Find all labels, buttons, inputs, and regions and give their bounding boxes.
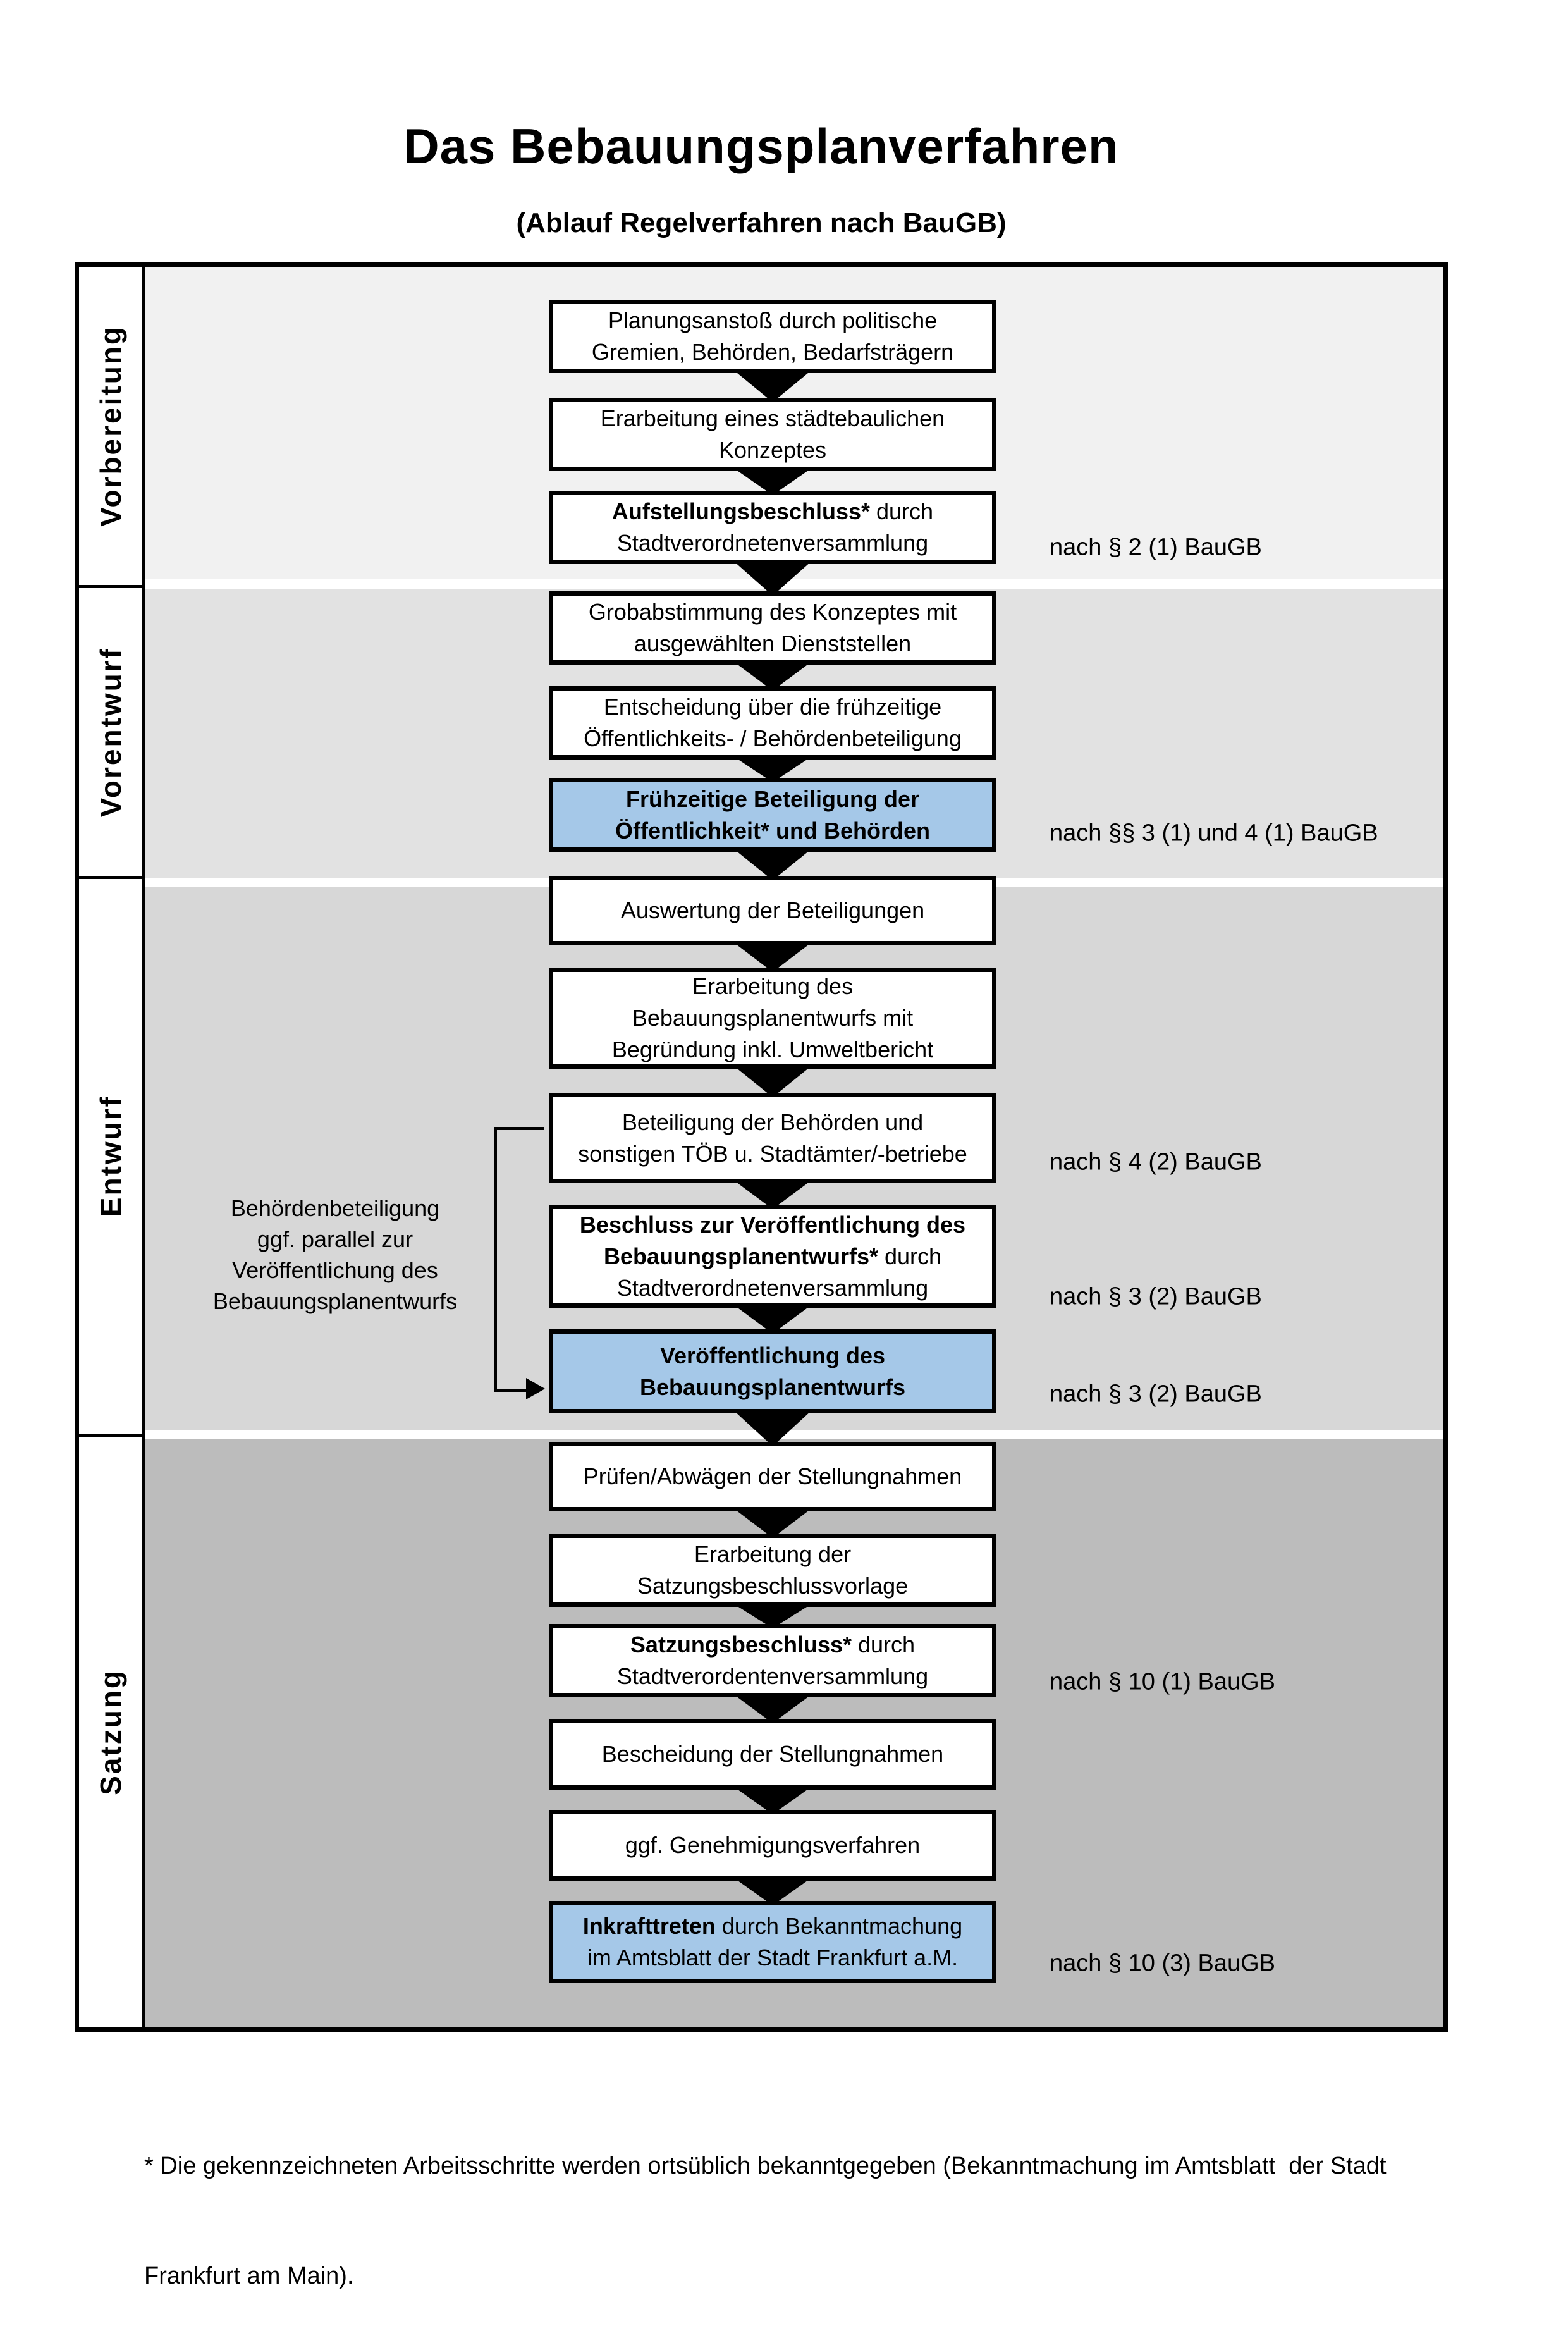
step-text-line: Auswertung der Beteiligungen [620, 897, 925, 923]
process-step-highlighted: Inkrafttreten durch Bekanntmachung im Amt… [549, 1901, 996, 1983]
process-step: Beteiligung der Behörden und sonstigen TÖ… [549, 1093, 996, 1183]
phase-column-divider [142, 267, 145, 2027]
step-text-line: Aufstellungsbeschluss* durch [611, 498, 934, 524]
step-text-line: Bebauungsplanentwurfs [639, 1374, 906, 1400]
step-text-line: Stadtverordnetenversammlung [616, 530, 929, 556]
arrow-down-icon [733, 1878, 812, 1905]
connector-arrow-right-icon [526, 1378, 545, 1399]
step-text-line: Satzungsbeschluss* durch [630, 1632, 916, 1658]
phase-label-text: Satzung [94, 1669, 127, 1795]
footnote: * Die gekennzeichneten Arbeitsschritte w… [144, 2074, 1497, 2331]
step-text-line: Öffentlichkeit* und Behörden [615, 817, 931, 844]
process-step: Prüfen/Abwägen der Stellungnahmen [549, 1442, 996, 1511]
phase-label-text: Entwurf [94, 1095, 127, 1217]
legal-reference: nach § 3 (2) BauGB [1050, 1283, 1262, 1310]
arrow-down-icon [733, 1694, 812, 1723]
footnote-line: * Die gekennzeichneten Arbeitsschritte w… [144, 2153, 1387, 2179]
step-text-line: Gremien, Behörden, Bedarfsträgern [591, 339, 954, 365]
step-text-line: Grobabstimmung des Konzeptes mit [588, 599, 957, 625]
side-annotation-line: ggf. parallel zur [257, 1226, 413, 1252]
arrow-down-icon [733, 1508, 812, 1538]
step-text-line: Beschluss zur Veröffentlichung des [579, 1211, 966, 1238]
step-text-line: Stadtverordnetenversammlung [616, 1274, 929, 1301]
step-text-line: sonstigen TÖB u. Stadtämter/-betriebe [578, 1140, 967, 1167]
arrow-down-icon [733, 1066, 812, 1097]
step-text-line: im Amtsblatt der Stadt Frankfurt a.M. [587, 1945, 959, 1971]
phase-label-vorbereitung: Vorbereitung [79, 267, 142, 588]
process-step: Grobabstimmung des Konzeptes mit ausgewäh… [549, 591, 996, 665]
step-text-line: ausgewählten Dienststellen [634, 630, 912, 656]
step-text-line: Entscheidung über die frühzeitige [603, 694, 942, 720]
step-text-line: Erarbeitung der [694, 1541, 852, 1567]
phase-label-vorentwurf: Vorentwurf [79, 588, 142, 879]
connector-top-stub [494, 1127, 544, 1130]
step-text-line: Bebauungsplanentwurfs mit [632, 1005, 914, 1031]
step-text-line: Bebauungsplanentwurfs* durch [603, 1243, 942, 1269]
legal-reference: nach § 10 (3) BauGB [1050, 1950, 1275, 1977]
phase-label-entwurf: Entwurf [79, 879, 142, 1437]
arrow-down-icon [733, 1410, 812, 1446]
arrow-down-icon [733, 1305, 812, 1334]
step-text-line: Satzungsbeschlussvorlage [637, 1573, 909, 1599]
arrow-down-icon [733, 561, 812, 596]
arrow-down-icon [733, 468, 812, 495]
connector-vertical-line [494, 1127, 497, 1392]
legal-reference: nach § 2 (1) BauGB [1050, 534, 1262, 561]
phase-label-satzung: Satzung [79, 1437, 142, 2027]
arrow-down-icon [733, 661, 812, 691]
legal-reference: nach § 3 (2) BauGB [1050, 1381, 1262, 1408]
step-text-line: Erarbeitung des [692, 973, 854, 999]
process-step: Auswertung der Beteiligungen [549, 876, 996, 945]
step-text-line: Beteiligung der Behörden und [622, 1109, 924, 1135]
side-annotation-line: Behördenbeteiligung [230, 1195, 440, 1221]
step-text-line: Frühzeitige Beteiligung der [625, 785, 920, 812]
legal-reference: nach §§ 3 (1) und 4 (1) BauGB [1050, 820, 1378, 847]
page-title: Das Bebauungsplanverfahren [403, 118, 1119, 174]
step-text-line: Öffentlichkeits- / Behördenbeteiligung [584, 725, 962, 751]
step-text-line: Stadtverordentenversammlung [616, 1663, 929, 1689]
step-text-line: Konzeptes [718, 437, 827, 463]
step-text-line: Planungsanstoß durch politische [608, 307, 938, 333]
step-text-line: Begründung inkl. Umweltbericht [611, 1036, 934, 1062]
legal-reference: nach § 10 (1) BauGB [1050, 1668, 1275, 1695]
footnote-line: Frankfurt am Main). [144, 2263, 354, 2289]
phase-label-text: Vorbereitung [94, 325, 127, 527]
side-annotation-line: Veröffentlichung des [232, 1257, 438, 1283]
phase-label-text: Vorentwurf [94, 646, 127, 818]
connector-bottom-stub [494, 1389, 527, 1392]
step-text-line: Bescheidung der Stellungnahmen [601, 1741, 944, 1767]
arrow-down-icon [733, 849, 812, 880]
legal-reference: nach § 4 (2) BauGB [1050, 1148, 1262, 1176]
step-text-line: Erarbeitung eines städtebaulichen [600, 405, 945, 431]
arrow-down-icon [733, 942, 812, 972]
step-text-line: Inkrafttreten durch Bekanntmachung [582, 1913, 963, 1939]
side-annotation-line: Bebauungsplanentwurfs [212, 1288, 458, 1314]
step-text-line: ggf. Genehmigungsverfahren [625, 1832, 921, 1858]
arrow-down-icon [733, 1180, 812, 1209]
page-subtitle: (Ablauf Regelverfahren nach BauGB) [516, 207, 1007, 238]
arrow-down-icon [733, 1787, 812, 1814]
process-step: ggf. Genehmigungsverfahren [549, 1810, 996, 1881]
step-text-line: Prüfen/Abwägen der Stellungnahmen [583, 1463, 962, 1489]
arrow-down-icon [733, 370, 812, 402]
process-step: Bescheidung der Stellungnahmen [549, 1719, 996, 1790]
step-text-line: Veröffentlichung des [659, 1342, 886, 1368]
